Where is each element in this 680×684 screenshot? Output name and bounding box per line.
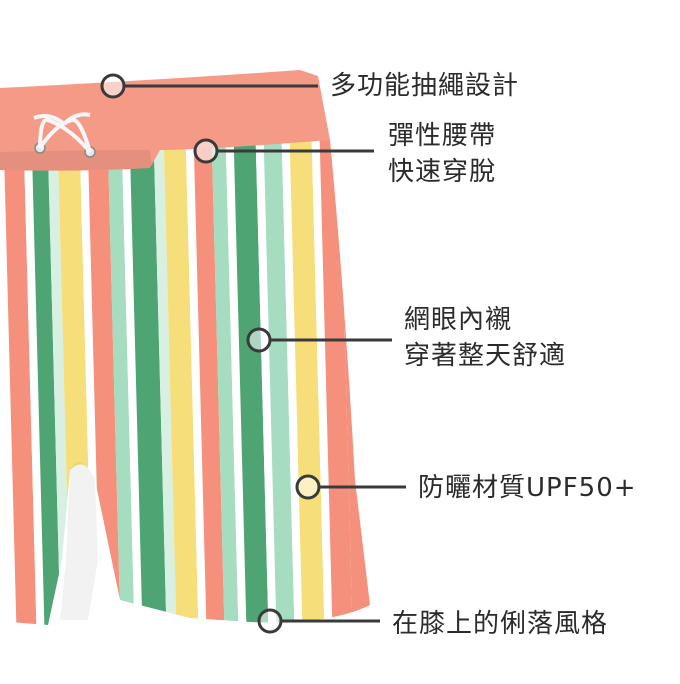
stripe <box>211 140 239 625</box>
callout-drawstring: 多功能抽繩設計 <box>330 68 519 104</box>
callout-waistband: 彈性腰帶 快速穿脫 <box>388 118 496 190</box>
callout-drawstring-line-1: 多功能抽繩設計 <box>330 71 520 101</box>
stripe <box>255 140 277 625</box>
stripe <box>311 140 333 625</box>
stripe-pattern <box>0 140 370 625</box>
stripe <box>367 140 370 625</box>
callout-lining-line-1: 網眼內襯 <box>404 305 513 335</box>
stripe <box>225 140 247 625</box>
stripe <box>153 140 177 625</box>
callout-lining-line-2: 穿著整天舒適 <box>404 341 567 371</box>
stripe <box>193 140 225 625</box>
callout-dot-lining <box>246 327 272 353</box>
callout-length: 在膝上的俐落風格 <box>392 606 608 642</box>
stripe <box>233 140 269 625</box>
callout-dot-length <box>257 608 283 634</box>
stripe <box>31 140 61 625</box>
callout-dot-waistband <box>193 138 219 164</box>
stripe <box>185 140 207 625</box>
stripe <box>263 140 295 625</box>
inseam-shadow <box>60 462 98 620</box>
stripe <box>319 140 353 625</box>
stripe <box>87 140 121 625</box>
drawstring <box>33 112 96 158</box>
callout-length-line-1: 在膝上的俐落風格 <box>392 609 609 639</box>
stripe <box>3 140 37 625</box>
stripe <box>163 140 199 625</box>
stripe <box>281 140 303 625</box>
callout-upf: 防曬材質UPF50+ <box>418 470 637 506</box>
callout-lining: 網眼內襯 穿著整天舒適 <box>404 302 566 374</box>
callout-dot-upf <box>295 474 321 500</box>
stripe <box>47 140 71 625</box>
callout-waistband-line-1: 彈性腰帶 <box>388 121 497 151</box>
stripe <box>129 140 167 625</box>
callout-upf-line-1: 防曬材質UPF50+ <box>418 473 637 503</box>
stripe <box>121 140 143 625</box>
stripe <box>107 140 135 625</box>
stripe <box>23 140 45 625</box>
waistband-shadow <box>0 150 152 171</box>
callout-waistband-line-2: 快速穿脫 <box>388 157 497 187</box>
stripe <box>289 140 325 625</box>
callout-dot-drawstring <box>100 73 126 99</box>
